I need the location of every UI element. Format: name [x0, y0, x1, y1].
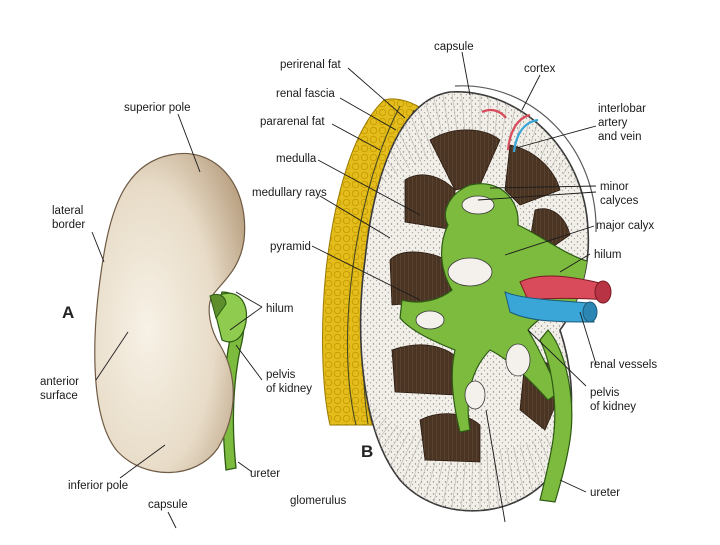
renal-vein — [504, 291, 595, 323]
kidney-section-view — [240, 85, 720, 512]
label-superior-pole: superior pole — [124, 102, 191, 114]
cortex-striation — [544, 91, 585, 165]
cortex-striation — [628, 257, 717, 273]
cortex-striation — [486, 449, 492, 511]
label-renal-vessels: renal vessels — [590, 359, 658, 371]
label-pararenal-fat: pararenal fat — [260, 116, 325, 128]
cortex-striation — [583, 408, 589, 474]
cortex-striation — [629, 278, 719, 286]
cortex-striation — [405, 91, 434, 158]
leader-lines — [91, 51, 597, 529]
cortex-striation — [630, 307, 720, 311]
cortex-striation — [629, 268, 718, 280]
pyramid — [391, 344, 461, 396]
label-major-calyx: major calyx — [596, 220, 655, 232]
hilum-vessels-a — [209, 293, 227, 320]
cortex-striation — [242, 268, 331, 280]
cortex-striation — [513, 446, 534, 511]
renal-artery-end — [594, 280, 612, 304]
cortex-striation — [447, 448, 461, 511]
label-pyramid: pyramid — [270, 241, 311, 253]
cortex-striation — [499, 91, 513, 152]
label-lateral-border: lateral border — [52, 205, 86, 231]
label-hilum-b: hilum — [594, 249, 622, 261]
cortex-striation — [259, 206, 342, 241]
cortex-striation — [629, 313, 719, 321]
renal-vein-end — [582, 301, 598, 323]
label-hilum-a: hilum — [266, 303, 294, 315]
label-inferior-pole: inferior pole — [68, 480, 129, 492]
label-perirenal-fat: perirenal fat — [280, 59, 341, 71]
label-interlobar-artery-and-vein: interlobar artery and vein — [598, 103, 646, 143]
kidney-shape-a — [94, 152, 246, 474]
cortex-striation — [241, 278, 331, 286]
label-medullary-rays: medullary rays — [252, 187, 327, 199]
cortex-striation — [519, 444, 545, 511]
cortex-striation — [244, 327, 333, 343]
cortex-striation — [630, 289, 720, 293]
label-anterior-surface: anterior surface — [40, 376, 79, 402]
pyramid — [429, 129, 501, 191]
cortex-striation — [629, 320, 718, 332]
renal-sinus-pelvis — [399, 183, 589, 433]
cortex-striation — [578, 412, 589, 481]
label-minor-calyces: minor calyces — [600, 181, 639, 207]
cortex-striation — [395, 91, 428, 160]
cortex-striation — [628, 327, 717, 343]
cortex-striation — [526, 442, 555, 511]
renal-fascia-line — [346, 105, 401, 426]
cortex-striation — [567, 421, 589, 495]
cortex-striation — [626, 333, 714, 353]
capsule-shell — [454, 85, 597, 233]
label-cortex: cortex — [524, 63, 556, 75]
pyramids — [389, 129, 571, 463]
cortex-striation — [493, 91, 502, 151]
pyramid — [419, 413, 481, 463]
cortex-striation — [244, 257, 333, 273]
ureter-b — [539, 329, 573, 503]
label-ureter-b: ureter — [590, 487, 621, 499]
pyramid — [504, 144, 561, 206]
papillae — [415, 195, 531, 410]
label-pelvis-of-kidney-a: pelvis of kidney — [266, 369, 313, 395]
panel-label-b: B — [361, 442, 374, 461]
renal-artery — [519, 275, 609, 301]
panel-label-a: A — [62, 303, 75, 322]
cortex-striation — [436, 447, 454, 511]
cortex-striation — [458, 449, 467, 511]
label-capsule-a: capsule — [148, 499, 188, 511]
label-pelvis-of-kidney-b: pelvis of kidney — [590, 387, 637, 413]
kidney-external-view — [94, 152, 248, 474]
cortex-striation — [468, 449, 474, 511]
interlobar-vessels — [481, 108, 539, 153]
label-ureter-a: ureter — [250, 468, 281, 480]
cortex-striation — [360, 417, 387, 488]
cortex-striation — [246, 333, 334, 353]
cortex-striation — [240, 289, 330, 293]
label-medulla: medulla — [276, 153, 317, 165]
cortex-striation — [625, 236, 712, 260]
label-capsule-b: capsule — [434, 41, 474, 53]
cortex-striation — [242, 320, 331, 332]
label-renal-fascia: renal fascia — [276, 88, 335, 100]
cortex-striation — [499, 448, 513, 511]
cortex-striation — [573, 417, 589, 488]
cortex-striation — [506, 447, 524, 511]
label-glomerulus: glomerulus — [290, 495, 347, 507]
cortex-striation — [626, 247, 714, 267]
